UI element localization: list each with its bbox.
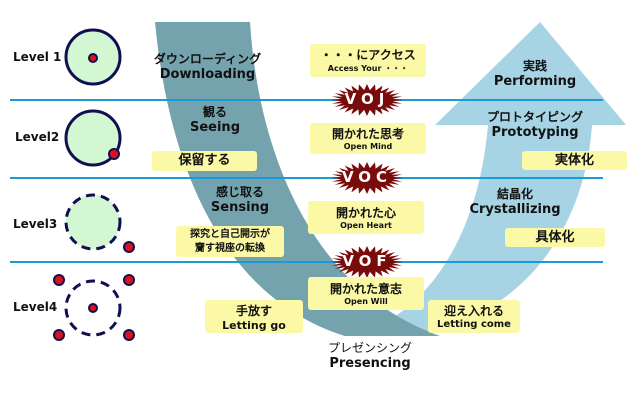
stage-jp: 結晶化 bbox=[496, 187, 533, 201]
stage-presencing: プレゼンシング Presencing bbox=[310, 339, 430, 371]
box-jp: 迎え入れる bbox=[443, 304, 504, 318]
suspend-box: 保留する bbox=[152, 151, 257, 171]
stage-prototyping: プロトタイピング Prototyping bbox=[470, 108, 600, 140]
stage-jp: 観る bbox=[202, 105, 227, 119]
box-en: Letting go bbox=[222, 319, 286, 332]
self-dot bbox=[88, 53, 98, 63]
stage-en: Performing bbox=[493, 74, 577, 89]
letting-go-box: 手放す Letting go bbox=[205, 300, 303, 333]
level-label: Level3 bbox=[13, 217, 58, 231]
starburst-shape bbox=[331, 84, 403, 116]
box-en: Access Your ・・・ bbox=[327, 64, 409, 73]
stage-jp: 実践 bbox=[522, 59, 547, 73]
redirect-box: 探究と自己開示が 齎す視座の転換 bbox=[176, 226, 284, 257]
box-en: Open Mind bbox=[343, 142, 393, 151]
stage-en: Sensing bbox=[210, 200, 270, 215]
stage-en: Downloading bbox=[159, 67, 256, 82]
stage-sensing: 感じ取る Sensing bbox=[200, 183, 280, 215]
box-jp: 開かれた思考 bbox=[331, 127, 404, 141]
level-label: Level2 bbox=[15, 130, 60, 144]
box-jp: 開かれた意志 bbox=[329, 282, 402, 296]
stage-downloading: ダウンローディング Downloading bbox=[145, 50, 270, 82]
box-jp: 手放す bbox=[235, 304, 272, 318]
box-line: 齎す視座の転換 bbox=[195, 243, 265, 254]
open-heart-box: 開かれた心 Open Heart bbox=[308, 201, 424, 234]
level-label: Level4 bbox=[13, 300, 58, 314]
open-will-box: 開かれた意志 Open Will bbox=[308, 277, 424, 310]
starburst-shape bbox=[331, 246, 403, 278]
box-jp: ・・・にアクセス bbox=[320, 48, 416, 62]
level-label: Level 1 bbox=[13, 50, 62, 64]
enact-box: 実体化 bbox=[522, 151, 627, 170]
box-line: 探究と自己開示が bbox=[190, 229, 270, 240]
stage-en: Seeing bbox=[189, 120, 240, 135]
stage-en: Presencing bbox=[329, 356, 411, 371]
level4-circle bbox=[64, 279, 122, 337]
box-en: Open Heart bbox=[340, 221, 392, 230]
letting-come-box: 迎え入れる Letting come bbox=[428, 300, 520, 333]
self-dot bbox=[123, 274, 135, 286]
starburst-shape bbox=[331, 162, 403, 194]
vof-label: VOF bbox=[342, 252, 392, 270]
level3-circle bbox=[64, 193, 122, 251]
open-mind-box: 開かれた思考 Open Mind bbox=[310, 123, 426, 154]
stage-en: Prototyping bbox=[491, 125, 579, 140]
box-en: Letting come bbox=[437, 319, 511, 330]
level2-circle bbox=[64, 109, 122, 167]
access-box: ・・・にアクセス Access Your ・・・ bbox=[310, 44, 426, 77]
stage-crystallizing: 結晶化 Crystallizing bbox=[455, 185, 575, 217]
box-jp: 開かれた心 bbox=[335, 206, 396, 220]
self-dot bbox=[123, 329, 135, 341]
stage-jp: プレゼンシング bbox=[327, 341, 412, 355]
voj-label: VOJ bbox=[344, 90, 390, 108]
box-en: Open Will bbox=[344, 297, 388, 306]
self-dot bbox=[53, 329, 65, 341]
embody-box: 具体化 bbox=[505, 228, 605, 247]
stage-jp: 感じ取る bbox=[215, 185, 264, 199]
stage-performing: 実践 Performing bbox=[480, 57, 590, 89]
stage-jp: プロトタイピング bbox=[486, 110, 583, 124]
self-dot bbox=[123, 241, 135, 253]
self-dot bbox=[88, 303, 98, 313]
self-dot bbox=[53, 274, 65, 286]
self-dot bbox=[108, 148, 120, 160]
voc-label: VOC bbox=[341, 168, 393, 186]
stage-en: Crystallizing bbox=[469, 202, 561, 217]
stage-jp: ダウンローディング bbox=[153, 52, 262, 66]
stage-seeing: 観る Seeing bbox=[175, 103, 255, 135]
